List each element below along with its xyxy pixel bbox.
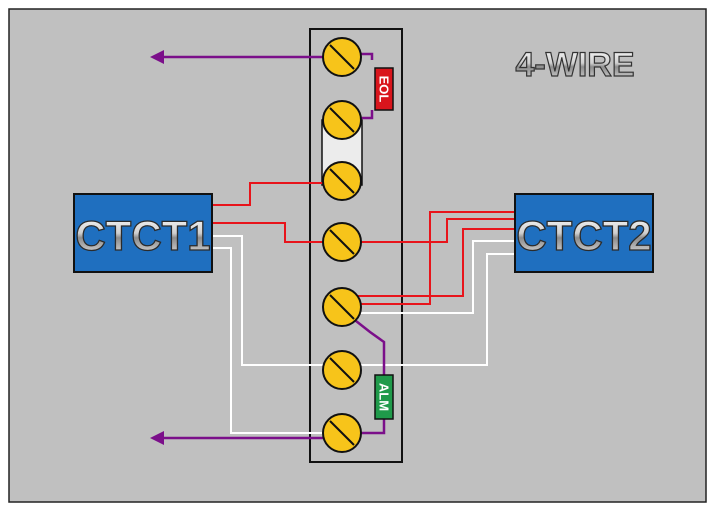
device-ctct2: CTCT2 bbox=[514, 193, 654, 273]
eol-label: EOL bbox=[377, 76, 392, 103]
white-wires bbox=[212, 235, 515, 434]
screw-terminal-icon bbox=[322, 222, 362, 262]
red-wire bbox=[342, 228, 515, 297]
device-ctct1: CTCT1 bbox=[73, 193, 213, 273]
screw-terminal-icon bbox=[322, 413, 362, 453]
arrow-left-icon bbox=[150, 431, 164, 445]
white-wire bbox=[342, 240, 515, 314]
alm-component: ALM bbox=[374, 374, 394, 420]
red-wire bbox=[342, 211, 515, 305]
white-wire bbox=[212, 247, 342, 434]
device-ctct1-label: CTCT1 bbox=[75, 212, 210, 259]
red-wire bbox=[342, 218, 515, 243]
screw-terminal-icon bbox=[322, 37, 362, 77]
screw-terminals bbox=[322, 37, 362, 453]
arrow-left-icon bbox=[150, 50, 164, 64]
red-wire bbox=[212, 182, 342, 206]
screw-terminal-icon bbox=[322, 350, 362, 390]
white-wire bbox=[212, 235, 515, 366]
red-wires bbox=[212, 182, 515, 305]
red-wire bbox=[212, 222, 342, 243]
screw-terminal-icon bbox=[322, 161, 362, 201]
screw-terminal-icon bbox=[322, 287, 362, 327]
diagram-title: 4-WIRE bbox=[516, 46, 635, 84]
screw-terminal-icon bbox=[322, 100, 362, 140]
device-ctct2-label: CTCT2 bbox=[516, 212, 651, 259]
eol-resistor: EOL bbox=[374, 67, 394, 111]
alm-label: ALM bbox=[377, 383, 392, 411]
